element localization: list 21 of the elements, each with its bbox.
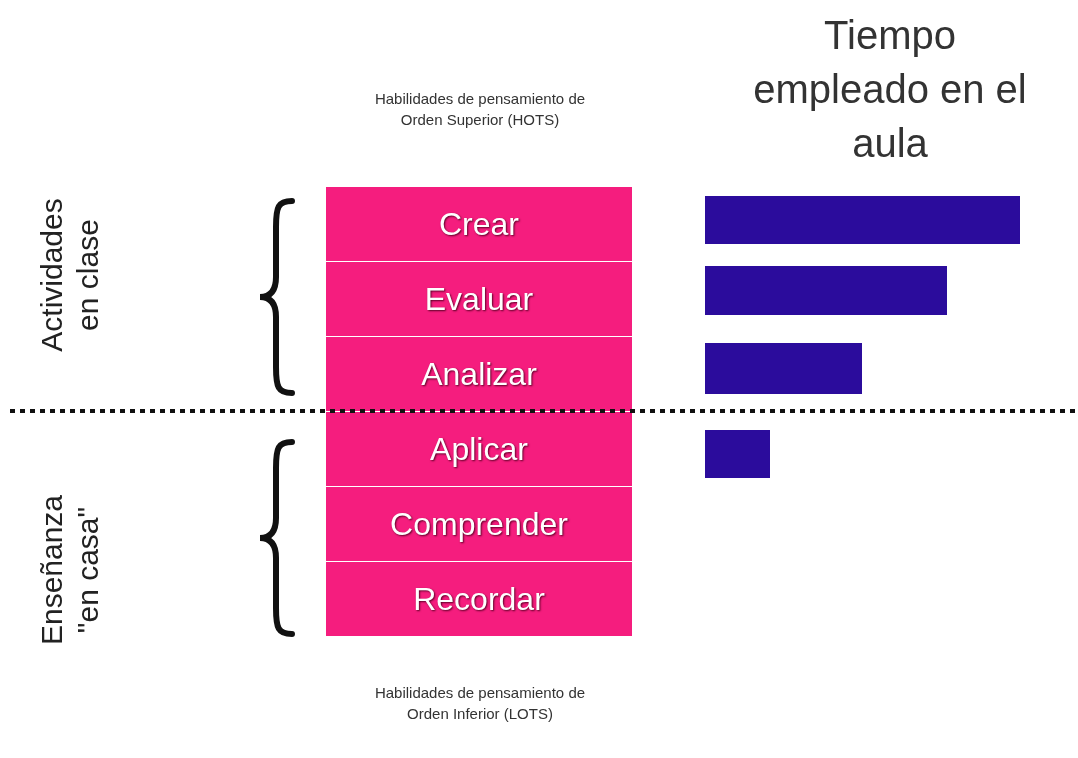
skill-label: Comprender	[390, 505, 568, 544]
skill-label: Evaluar	[424, 280, 534, 319]
skill-level-box	[326, 412, 632, 486]
column-title: Tiempo empleado en el aula	[752, 12, 1028, 167]
time-bar	[705, 343, 862, 394]
skill-label: Aplicar	[430, 430, 528, 469]
skill-label: Analizar	[421, 355, 537, 394]
skill-level-box	[326, 187, 632, 261]
heading-text: Habilidades de pensamiento de Orden Inferior (LOTS)	[373, 683, 587, 724]
skill-level-box	[326, 262, 632, 336]
time-bar	[705, 196, 1020, 244]
skill-level-box	[326, 337, 632, 411]
skill-level-box	[326, 487, 632, 561]
time-bar	[705, 430, 770, 478]
heading-text: Habilidades de pensamiento de Orden Superior (HOTS)	[373, 89, 587, 130]
skill-label: Recordar	[413, 580, 545, 619]
side-label: Enseñanza "en casa"	[34, 493, 105, 648]
skill-label: Crear	[439, 205, 519, 244]
skill-level-box	[326, 562, 632, 636]
side-label: Actividades en clase	[34, 197, 105, 354]
time-bar	[705, 266, 947, 315]
